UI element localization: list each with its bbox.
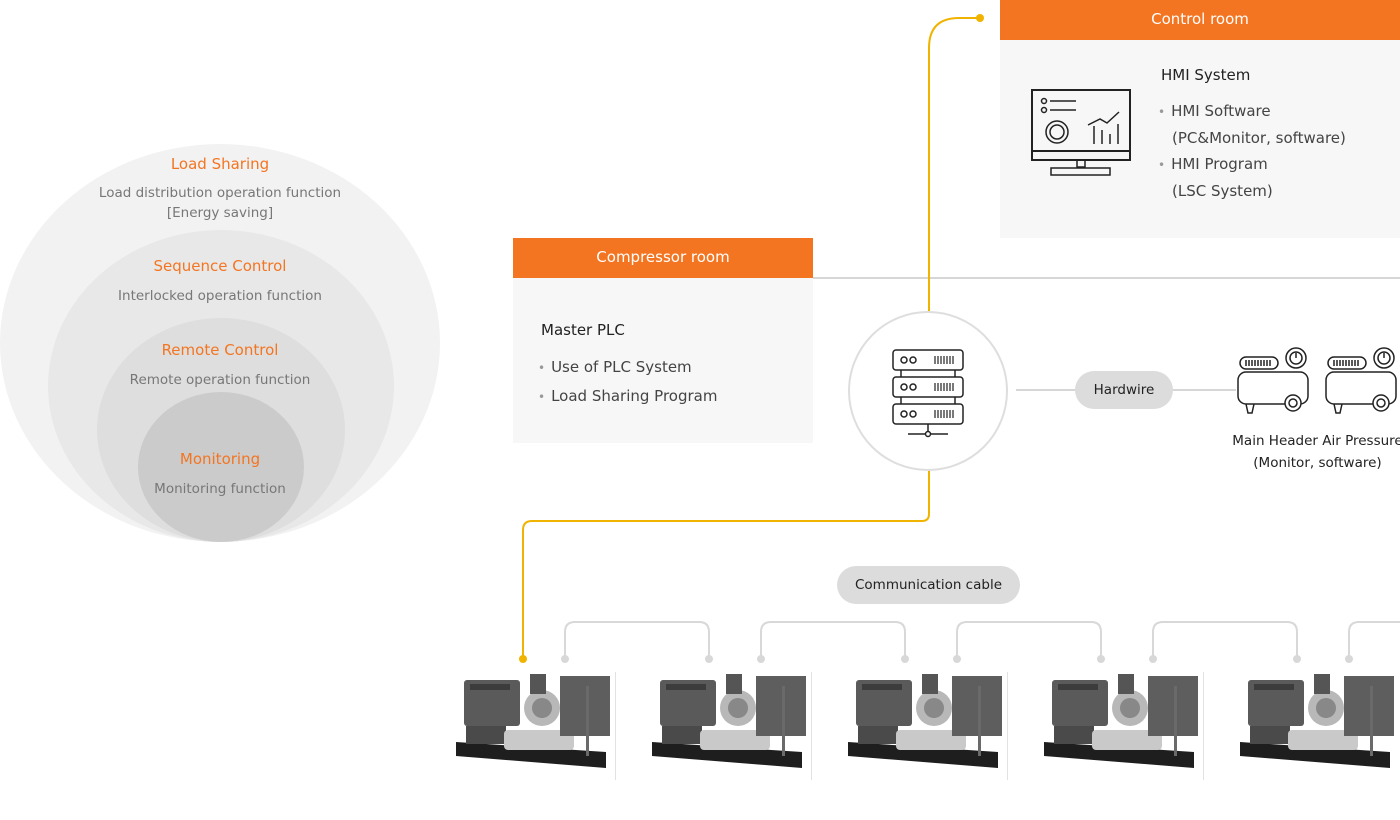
level-title: Monitoring [179, 450, 261, 468]
compressor-unit [1240, 674, 1394, 768]
compressor-unit [848, 674, 1002, 768]
compressor-separator [1007, 672, 1008, 780]
compressor-unit [1044, 674, 1198, 768]
communication-cables [561, 621, 1400, 663]
hmi-item-label: HMI Program [1171, 155, 1268, 173]
air-pressure-caption: Main Header Air Pressure (Monitor, softw… [1230, 430, 1400, 474]
plc-items: •Use of PLC System •Load Sharing Program [538, 358, 718, 405]
cable-endpoint [1345, 655, 1353, 663]
level-desc: Interlocked operation function [118, 288, 322, 304]
level-title: Remote Control [161, 341, 279, 359]
cable-endpoint [901, 655, 909, 663]
hmi-item-label: HMI Software [1171, 102, 1271, 120]
compressor-unit [456, 674, 610, 768]
hardwire-label: Hardwire [1075, 371, 1173, 409]
plc-item: Use of PLC System [551, 358, 692, 376]
communication-cable-link [1152, 621, 1298, 659]
communication-cable-label: Communication cable [837, 566, 1020, 604]
compressor-separator [1203, 672, 1204, 780]
connector-dot [976, 14, 984, 22]
compressor-separator [615, 672, 616, 780]
caption-line: (Monitor, software) [1253, 455, 1382, 471]
communication-cable-link [956, 621, 1102, 659]
cable-endpoint [757, 655, 765, 663]
level-desc: Monitoring function [154, 481, 286, 497]
communication-cable-link [760, 621, 906, 659]
hmi-item-detail: (LSC System) [1172, 182, 1273, 200]
level-desc: [Energy saving] [166, 205, 274, 221]
connector-to-control-room [928, 17, 980, 312]
level-title: Load Sharing [170, 155, 270, 173]
level-desc: Remote operation function [129, 372, 311, 388]
server-rack-icon [892, 349, 964, 438]
level-circle-monitoring [138, 392, 304, 542]
level-title: Sequence Control [153, 257, 287, 275]
master-plc-title: Master PLC [541, 321, 625, 339]
compressor-room-header: Compressor room [513, 238, 813, 278]
communication-cable-link [564, 621, 710, 659]
cable-endpoint [953, 655, 961, 663]
plc-item: Load Sharing Program [551, 387, 718, 405]
level-desc: Load distribution operation function [98, 185, 342, 201]
control-room-header: Control room [1000, 0, 1400, 40]
caption-line: Main Header Air Pressure [1232, 433, 1400, 449]
monitor-dashboard-icon [1031, 89, 1131, 176]
hmi-item-detail: (PC&Monitor, software) [1172, 129, 1346, 147]
connector-dot [519, 655, 527, 663]
cable-endpoint [1097, 655, 1105, 663]
plc-hub [848, 311, 1008, 471]
cable-endpoint [705, 655, 713, 663]
compressor-unit [652, 674, 806, 768]
cable-endpoint [561, 655, 569, 663]
cable-endpoint [1149, 655, 1157, 663]
air-compressor-icon [1237, 347, 1397, 414]
compressor-separator [811, 672, 812, 780]
hmi-item: •HMI Software (PC&Monitor, software) •HM… [1158, 98, 1346, 204]
cable-endpoint [1293, 655, 1301, 663]
hmi-system-title: HMI System [1161, 66, 1251, 84]
communication-cable-link [1348, 621, 1400, 659]
connector-to-compressors [522, 470, 930, 659]
